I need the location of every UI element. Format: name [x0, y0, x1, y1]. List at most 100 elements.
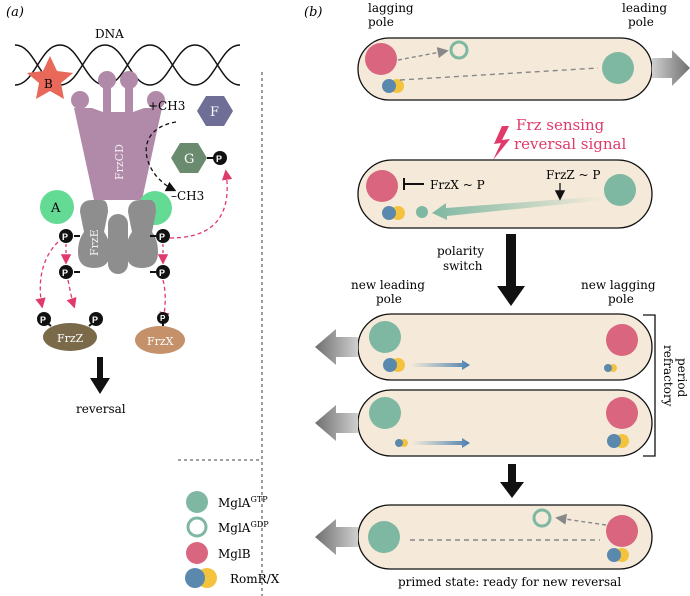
- frzx-phospho-label: P: [160, 314, 166, 323]
- reversal-arrow: [90, 357, 110, 394]
- frze-phospho-groups: [59, 229, 170, 279]
- refractory-bracket: [643, 314, 656, 457]
- phospho-label-4: P: [159, 268, 165, 278]
- legend-mgla-gtp-base: MglA: [218, 496, 251, 510]
- cell-2-mgla-gtp: [604, 174, 636, 206]
- frzx-p-label: FrzX ~ P: [430, 178, 485, 192]
- minus-ch3-label: –CH3: [171, 189, 204, 203]
- leading-pole-label-2: pole: [628, 15, 654, 29]
- cell-2-mglb: [366, 170, 398, 202]
- cell-5-motility-arrow: [315, 519, 358, 555]
- dna-label: DNA: [95, 27, 124, 41]
- cell-1-motility-arrow: [652, 50, 690, 86]
- cell-5-mgla-gtp: [368, 521, 400, 553]
- arrow-to-frzz-right: [66, 279, 77, 309]
- phospho-label-3: P: [159, 232, 165, 242]
- lightning-icon: [493, 126, 510, 160]
- protein-f-hexagon: [197, 96, 233, 126]
- frzz-phospho-1: [37, 312, 51, 326]
- frzz-phospho-label-2: P: [92, 315, 98, 325]
- cell-1-romr: [382, 79, 396, 93]
- cell-3-mglb: [606, 324, 638, 356]
- plus-ch3-label: +CH3: [148, 99, 185, 113]
- panel-divider: [178, 72, 263, 596]
- legend-mglb-label: MglB: [218, 547, 251, 561]
- legend-romr-swatch: [185, 568, 205, 588]
- cell-3-romrx-arrow: [410, 360, 470, 370]
- protein-a-left: [40, 190, 74, 224]
- protein-a-label: A: [50, 201, 61, 216]
- protein-g-label: G: [184, 152, 194, 167]
- phospho-label-1: P: [62, 232, 68, 242]
- leading-pole-label-1: leading: [622, 1, 667, 15]
- cell-5-romr: [607, 548, 621, 562]
- protein-g-phospho-label: P: [216, 154, 222, 164]
- cell-4-mgla-gtp: [369, 397, 401, 429]
- frzz-p-label: FrzZ ~ P: [546, 168, 600, 182]
- new-lagging-label-1: new lagging: [581, 278, 656, 292]
- cell-4-romr: [607, 434, 621, 448]
- legend-mgla-gdp-swatch: [186, 516, 208, 538]
- cell-1-diffusion-dashed: [399, 67, 599, 81]
- frzx-phospho: [157, 312, 169, 324]
- cell-1-mgla-gtp: [602, 52, 634, 84]
- legend-mgla-gdp-sup: GDP: [250, 520, 269, 529]
- polarity-label-1: polarity: [437, 244, 484, 258]
- legend-mgla-gtp-label: MglAGTP: [218, 495, 268, 510]
- protein-g-hexagon: [171, 143, 207, 173]
- frzx-ellipse: [135, 326, 185, 354]
- cell-2-romr: [382, 206, 396, 220]
- lagging-pole-label-2: pole: [368, 15, 394, 29]
- legend: MglAGTP MglAGDP MglB RomR/X: [185, 491, 280, 588]
- cell-2: [357, 159, 653, 229]
- cell-4-motility-arrow: [315, 405, 358, 441]
- frze-label: FrzE: [88, 229, 101, 256]
- frz-signal-label-1: Frz sensing: [516, 116, 605, 134]
- frzz-ellipse: [43, 323, 97, 351]
- polarity-switch-arrow: [497, 234, 525, 306]
- frzcd-label: FrzCD: [113, 144, 126, 180]
- refractory-label-2: period: [675, 358, 689, 398]
- frzcd-complex: [71, 71, 165, 200]
- protein-b-star: [27, 56, 73, 99]
- down-arrow-to-primed: [500, 464, 524, 498]
- cell-1-diffusion-up: [397, 47, 449, 61]
- cell-5-mglb: [606, 515, 638, 547]
- frzz-phospho-2: [89, 312, 103, 326]
- frzz-phospho-label-1: P: [40, 315, 46, 325]
- frzz-label: FrzZ: [57, 332, 84, 345]
- lagging-pole-label-1: lagging: [368, 1, 414, 15]
- polarity-label-2: switch: [443, 259, 483, 273]
- cell-3-romr: [383, 358, 397, 372]
- cell-2-mgla-relocation-arrow: [432, 196, 605, 220]
- cell-4-romr-small: [395, 439, 403, 447]
- cell-2-mgla-small: [416, 206, 428, 218]
- cell-5-mgla-gdp: [532, 508, 552, 528]
- reversal-label: reversal: [76, 402, 126, 416]
- protein-g-phospho: [213, 151, 227, 165]
- legend-mgla-gtp-sup: GTP: [250, 495, 268, 504]
- cell-3-motility-arrow: [315, 329, 358, 365]
- protein-f-label: F: [210, 105, 219, 120]
- cell-4-mglb: [606, 397, 638, 429]
- legend-mgla-gdp-base: MglA: [218, 521, 251, 535]
- legend-romrx-label: RomR/X: [230, 572, 280, 586]
- protein-b-label: B: [44, 77, 53, 91]
- panel-a-label: (a): [6, 5, 24, 20]
- cell-4-romrx-arrow: [412, 438, 470, 448]
- arrow-to-frzz-left: [35, 241, 59, 309]
- frzx-label: FrzX: [147, 335, 174, 348]
- panel-b-label: (b): [304, 5, 322, 20]
- phospho-label-2: P: [62, 268, 68, 278]
- methylation-arrow: [145, 121, 177, 192]
- cell-1-mgla-gdp: [449, 40, 469, 60]
- legend-mgla-gdp-label: MglAGDP: [218, 520, 269, 535]
- cell-5-diffusion-up: [555, 513, 607, 526]
- frz-signal-label-2: reversal signal: [514, 135, 626, 153]
- legend-mglb-swatch: [186, 542, 208, 564]
- primed-state-label: primed state: ready for new reversal: [398, 575, 621, 589]
- cell-3-mgla-gtp: [369, 321, 401, 353]
- phospho-transfer-to-g-arrow: [169, 169, 233, 239]
- new-leading-label-1: new leading: [351, 278, 425, 292]
